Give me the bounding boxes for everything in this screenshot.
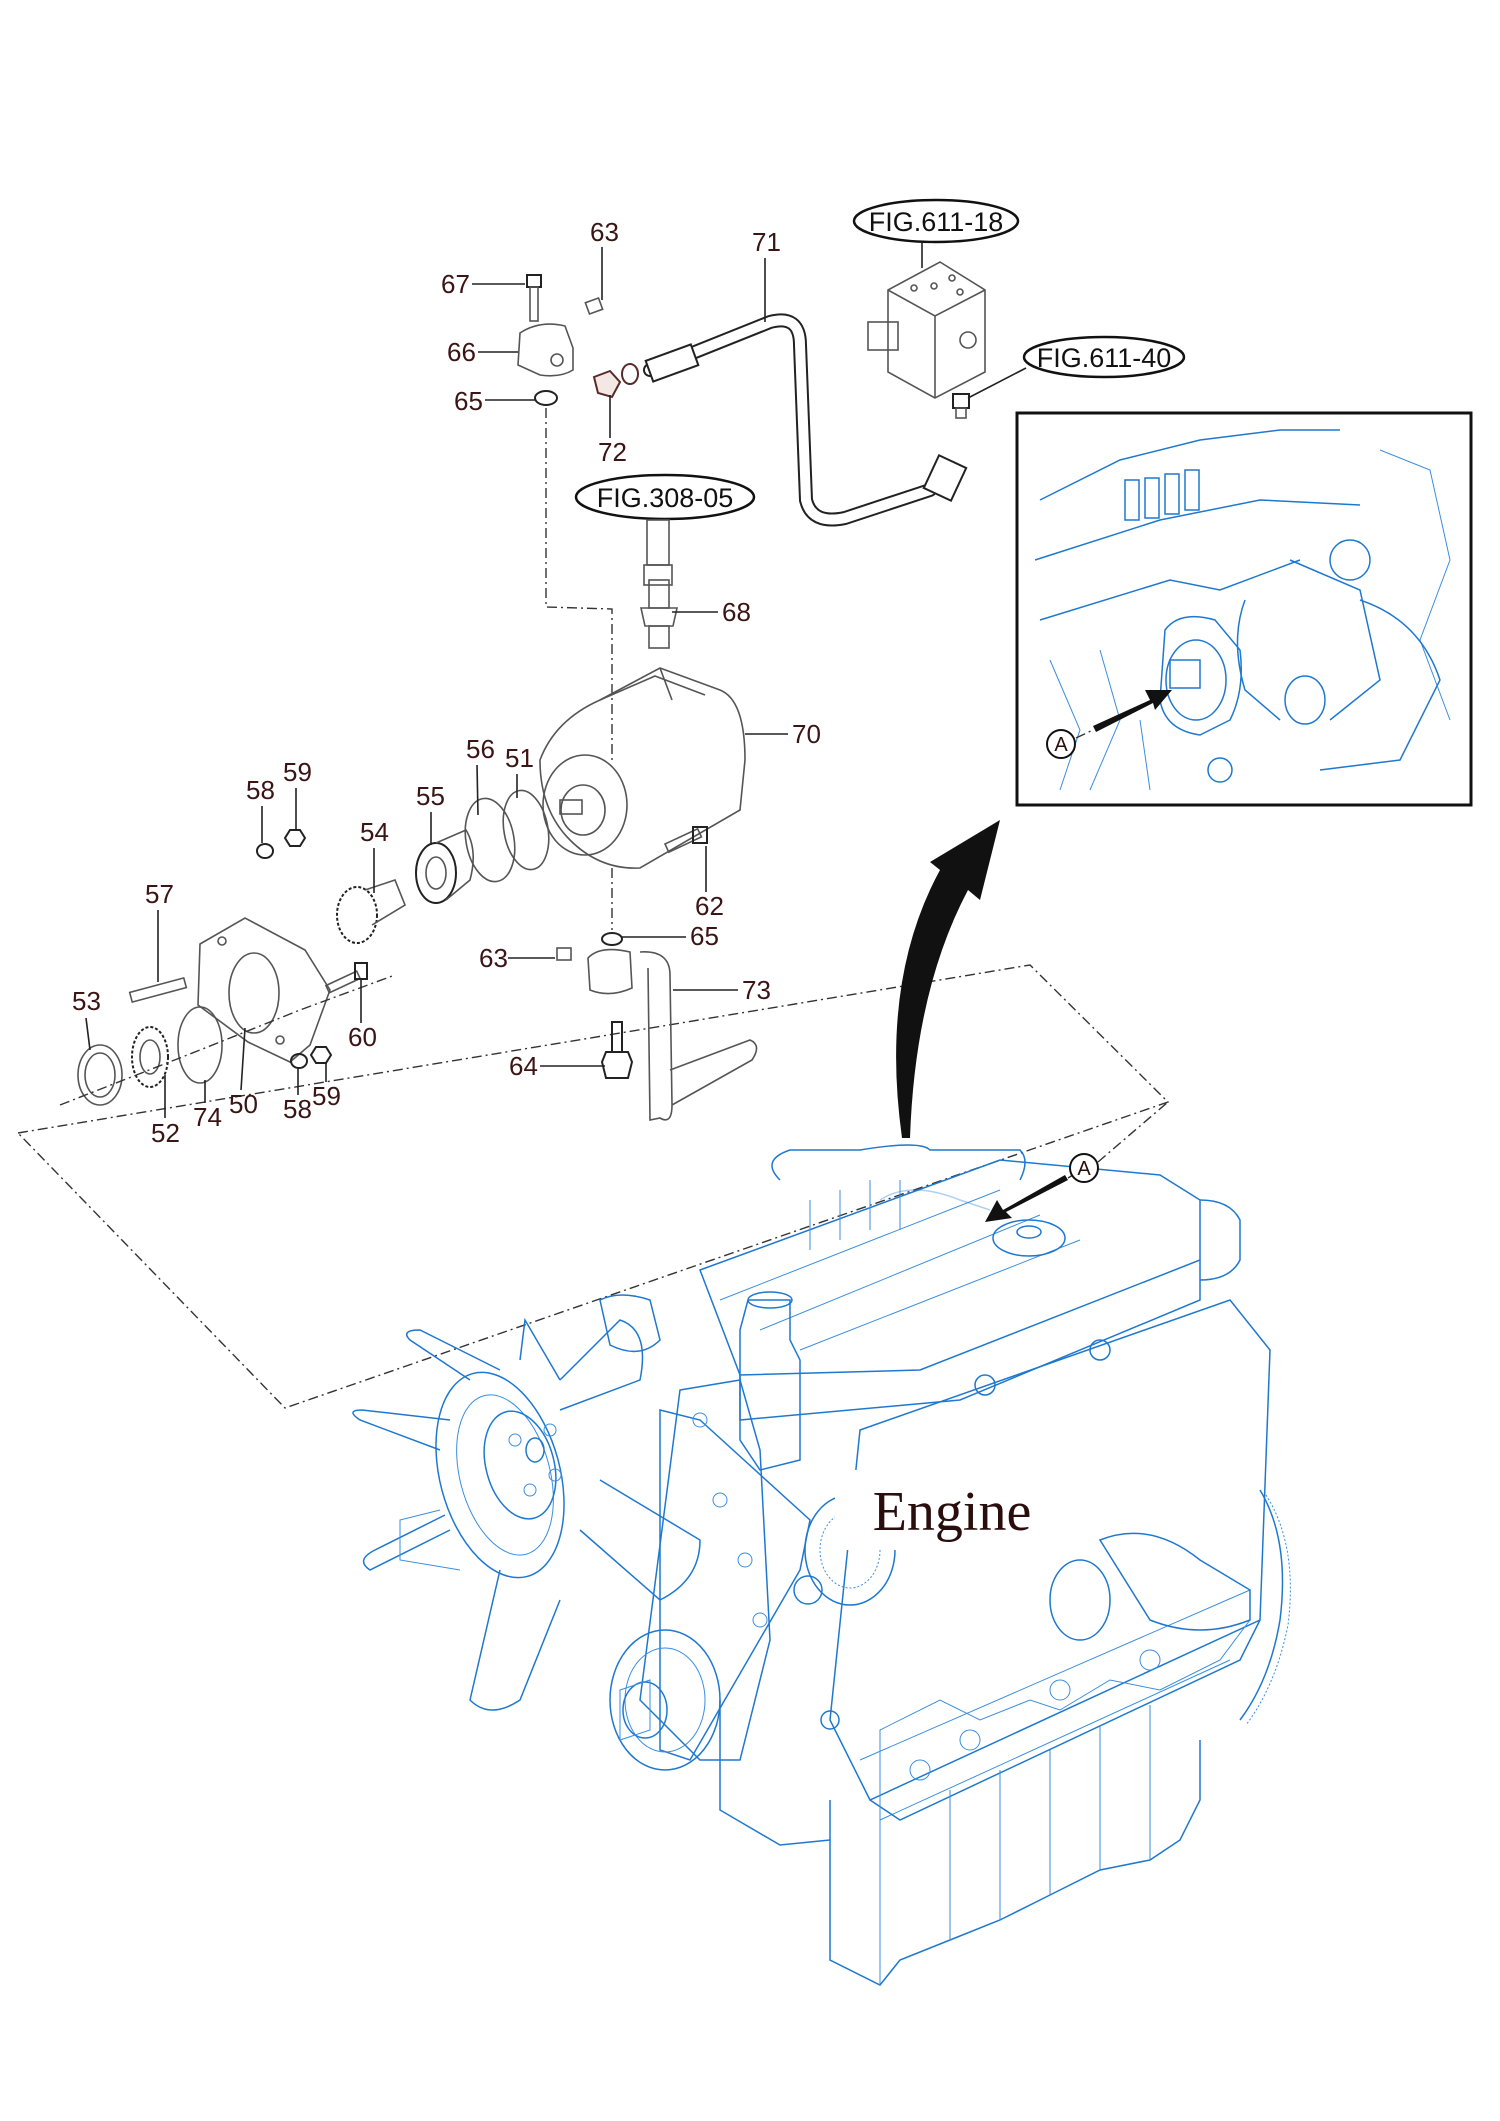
part-59-nut-bottom[interactable] — [309, 1046, 333, 1064]
part-54-gear-shaft[interactable] — [336, 879, 406, 944]
callout-52[interactable]: 52 — [151, 1118, 180, 1148]
callout-50[interactable]: 50 — [229, 1089, 258, 1119]
part-52-gear[interactable] — [131, 1026, 169, 1088]
callouts: 67 63 66 65 72 71 68 70 56 51 55 54 58 5… — [72, 217, 821, 1148]
callout-60[interactable]: 60 — [348, 1022, 377, 1052]
callout-51[interactable]: 51 — [505, 743, 534, 773]
part-68-connector[interactable] — [640, 519, 678, 649]
fig-ref-label: FIG.611-40 — [1037, 343, 1172, 373]
cooling-fan — [352, 1317, 701, 1711]
callout-67[interactable]: 67 — [441, 269, 470, 299]
part-71-hose[interactable] — [643, 313, 968, 527]
view-a-chain-link — [1097, 1101, 1169, 1163]
part-58-washer-bottom[interactable] — [290, 1053, 308, 1069]
inset-arrow-tail — [1075, 729, 1094, 739]
callout-64[interactable]: 64 — [509, 1051, 538, 1081]
inset-arrow — [1093, 690, 1172, 732]
detail-a-inset: A — [1015, 411, 1473, 807]
callout-53[interactable]: 53 — [72, 986, 101, 1016]
part-59-nut-top[interactable] — [283, 829, 307, 847]
callout-72[interactable]: 72 — [598, 437, 627, 467]
view-a-letter-engine: A — [1077, 1158, 1091, 1180]
view-a-letter-inset: A — [1054, 734, 1068, 756]
detail-callout-arrow — [896, 820, 1000, 1138]
centerline-flange — [59, 974, 396, 1106]
callout-68[interactable]: 68 — [722, 597, 751, 627]
fig-ref-label: FIG.308-05 — [597, 483, 734, 513]
part-74-oring[interactable] — [177, 1006, 223, 1084]
part-56-snap-ring[interactable] — [459, 794, 521, 885]
callout-56[interactable]: 56 — [466, 734, 495, 764]
view-a-marker-inset[interactable] — [1046, 729, 1076, 759]
callout-57[interactable]: 57 — [145, 879, 174, 909]
callout-63-bottom[interactable]: 63 — [479, 943, 508, 973]
part-53-seal[interactable] — [77, 1044, 123, 1106]
callout-59[interactable]: 59 — [283, 757, 312, 787]
fig-ref-308-05[interactable]: FIG.308-05 — [574, 473, 756, 521]
part-66-block[interactable] — [517, 323, 574, 377]
part-72-elbow[interactable] — [592, 363, 639, 399]
part-58-washer-top[interactable] — [256, 843, 274, 859]
part-64-bolt[interactable] — [600, 1021, 634, 1079]
engine-label-box: Engine — [835, 1470, 1070, 1550]
callout-62[interactable]: 62 — [695, 891, 724, 921]
fitting-611-40[interactable] — [952, 393, 970, 419]
part-62-bolt[interactable] — [663, 826, 708, 854]
engine-label: Engine — [873, 1481, 1032, 1543]
callout-66[interactable]: 66 — [447, 337, 476, 367]
fig-ref-611-18[interactable]: FIG.611-18 — [852, 198, 1020, 268]
callout-55[interactable]: 55 — [416, 781, 445, 811]
callout-70[interactable]: 70 — [792, 719, 821, 749]
valve-block[interactable] — [867, 261, 986, 399]
callout-58-bottom[interactable]: 58 — [283, 1094, 312, 1124]
callout-74[interactable]: 74 — [193, 1102, 222, 1132]
view-a-arrow-engine — [985, 1175, 1068, 1222]
assembly-boundary — [17, 964, 1170, 1409]
callout-54[interactable]: 54 — [360, 817, 389, 847]
callout-58[interactable]: 58 — [246, 775, 275, 805]
fig-ref-label: FIG.611-18 — [869, 207, 1004, 237]
part-73-pipe[interactable] — [587, 948, 758, 1121]
part-65-oring-bottom[interactable] — [601, 932, 623, 946]
inset-engine-drawing — [1034, 429, 1451, 791]
callout-73[interactable]: 73 — [742, 975, 771, 1005]
part-63-plug-top[interactable] — [584, 296, 604, 316]
engine-drawing[interactable] — [352, 1144, 1291, 1986]
callout-65-bottom[interactable]: 65 — [690, 921, 719, 951]
callout-63[interactable]: 63 — [590, 217, 619, 247]
part-51-oring[interactable] — [497, 787, 554, 873]
callout-65[interactable]: 65 — [454, 386, 483, 416]
fig-ref-611-40[interactable]: FIG.611-40 — [967, 335, 1186, 399]
part-63-plug-bottom[interactable] — [556, 947, 572, 961]
view-a-marker-engine[interactable] — [1069, 1153, 1099, 1183]
part-60-bolt[interactable] — [324, 962, 368, 994]
inset-frame — [1015, 411, 1473, 807]
callout-71[interactable]: 71 — [752, 227, 781, 257]
part-55-bearing[interactable] — [415, 828, 474, 904]
part-65-oring-top[interactable] — [534, 390, 558, 406]
callout-59-bottom[interactable]: 59 — [312, 1081, 341, 1111]
part-70-pump[interactable] — [539, 667, 746, 869]
part-50-flange[interactable] — [197, 917, 331, 1063]
part-57-stud[interactable] — [128, 976, 188, 1004]
centerline-top — [545, 408, 613, 760]
part-67-bolt[interactable] — [526, 274, 542, 322]
